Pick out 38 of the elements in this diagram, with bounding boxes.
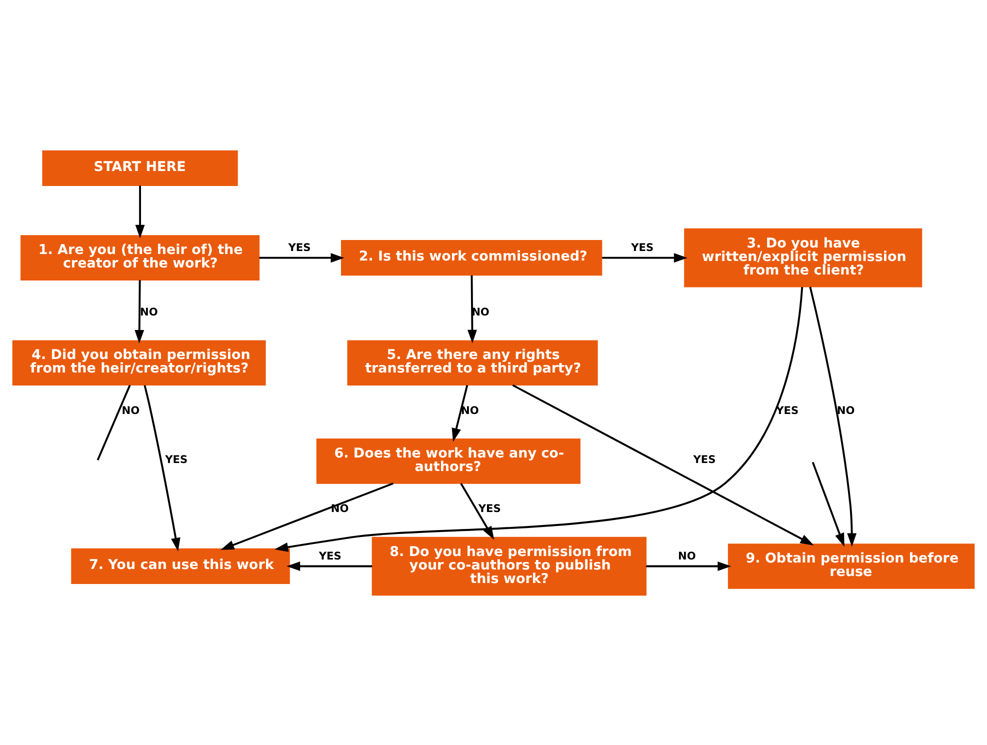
edge-label: YES	[478, 502, 501, 515]
arrow	[134, 280, 144, 343]
arrow	[144, 384, 180, 551]
connector	[96, 384, 131, 460]
node-box: 1. Are you (the heir of) the creator of the work?	[20, 234, 260, 280]
edge-label: NO	[122, 404, 140, 416]
edge-label: NO	[460, 404, 479, 416]
arrow	[135, 185, 145, 238]
edge-label: YES	[318, 550, 342, 562]
node-box: 2. Is this work commissioned?	[340, 240, 602, 276]
edge-label: YES	[693, 453, 716, 466]
arrow	[809, 286, 857, 546]
edge-label: YES	[776, 404, 799, 416]
arrow	[602, 252, 688, 262]
node-box: 6. Does the work have any co-authors?	[316, 438, 580, 484]
edge-label: NO	[678, 550, 696, 562]
arrow	[646, 561, 732, 570]
node-box: 7. You can use this work	[71, 548, 290, 584]
arrow	[220, 482, 394, 550]
arrow	[512, 384, 814, 545]
edge-label: NO	[836, 404, 855, 416]
node-box: 4. Did you obtain permission from the heir/creator/rights?	[12, 340, 266, 386]
arrow	[468, 274, 477, 343]
arrow	[812, 461, 844, 546]
node-box: 5. Are there any rights transferred to a third party?	[347, 340, 598, 386]
arrow	[286, 561, 372, 570]
edge-label: YES	[165, 453, 188, 466]
arrow	[460, 482, 494, 540]
arrow	[274, 286, 804, 552]
node-box: 9. Obtain permission before reuse	[728, 543, 975, 588]
edge-label: YES	[288, 241, 311, 254]
arrow	[259, 252, 344, 262]
edge-label: YES	[631, 241, 654, 254]
node-box: 8. Do you have permission from your co-authors to publish this work?	[372, 536, 646, 596]
edge-label: NO	[140, 306, 158, 318]
arrow	[452, 384, 468, 442]
node-box: 3. Do you have written/explicit permission from the client?	[684, 228, 922, 287]
node-box: START HERE	[42, 150, 238, 186]
